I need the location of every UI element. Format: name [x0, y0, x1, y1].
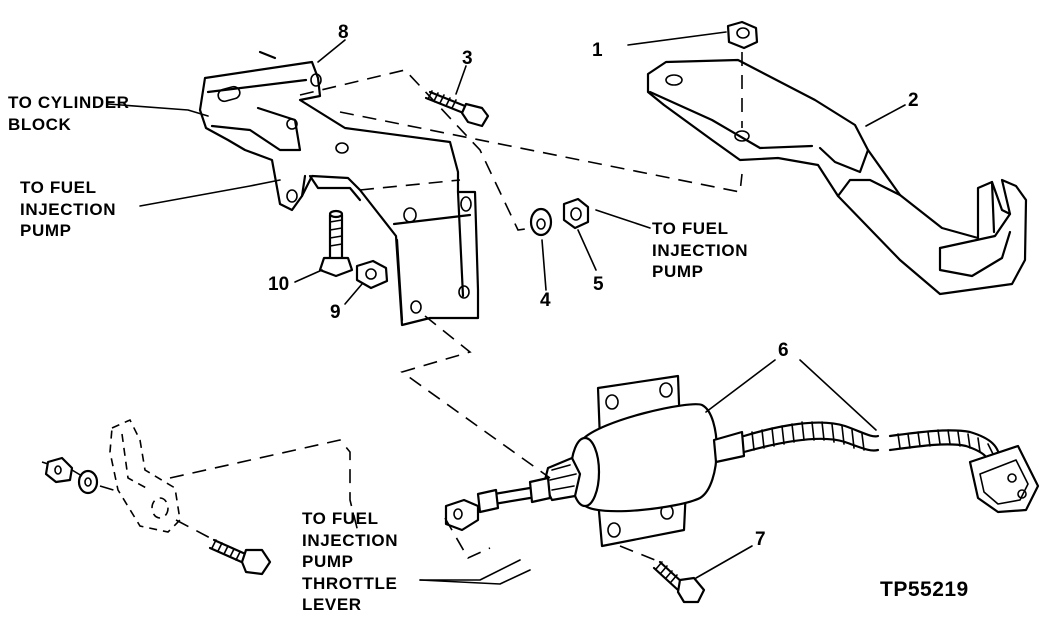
svg-text:THROTTLE: THROTTLE: [302, 574, 397, 593]
callout-9: 9: [330, 302, 341, 323]
svg-text:BLOCK: BLOCK: [8, 115, 72, 134]
callout-5: 5: [593, 274, 604, 295]
leader-lines: [107, 31, 906, 585]
washer-4: [529, 207, 553, 237]
svg-text:LEVER: LEVER: [302, 595, 362, 614]
callout-7: 7: [755, 529, 766, 550]
bolt-7: [652, 560, 706, 604]
svg-text:TO FUEL: TO FUEL: [302, 509, 379, 528]
svg-text:INJECTION: INJECTION: [20, 200, 116, 219]
callout-10: 10: [268, 274, 289, 295]
label-to-fuel-injection-pump-left: TO FUEL INJECTION PUMP: [20, 178, 116, 240]
bolt-10: [318, 209, 354, 278]
callout-numbers: 1 2 3 4 5 6 7 8 9 10: [268, 22, 919, 550]
svg-text:INJECTION: INJECTION: [302, 531, 398, 550]
figure-id: TP55219: [880, 578, 969, 601]
svg-text:PUMP: PUMP: [20, 221, 72, 240]
nut-1: [726, 20, 759, 50]
callout-4: 4: [540, 290, 551, 311]
svg-text:PUMP: PUMP: [652, 262, 704, 281]
assembly-lines: [41, 52, 743, 563]
bolt-3: [424, 90, 490, 128]
svg-text:INJECTION: INJECTION: [652, 241, 748, 260]
callout-6: 6: [778, 340, 789, 361]
callout-1: 1: [592, 40, 603, 61]
solenoid-6: [444, 374, 746, 548]
svg-text:TO FUEL: TO FUEL: [652, 219, 729, 238]
svg-text:TO CYLINDER: TO CYLINDER: [8, 93, 130, 112]
callout-2: 2: [908, 90, 919, 111]
nut-5: [562, 197, 590, 230]
bracket-2: [646, 58, 1028, 296]
label-to-cylinder-block: TO CYLINDER BLOCK: [8, 93, 130, 134]
nut-9: [355, 259, 389, 290]
svg-text:PUMP: PUMP: [302, 552, 354, 571]
svg-text:TO FUEL: TO FUEL: [20, 178, 97, 197]
callout-3: 3: [462, 48, 473, 69]
callout-8: 8: [338, 22, 349, 43]
bracket-8: [198, 50, 480, 327]
label-throttle-lever: TO FUEL INJECTION PUMP THROTTLE LEVER: [302, 509, 398, 614]
wiring-harness: [742, 421, 1040, 514]
label-to-fuel-injection-pump-right: TO FUEL INJECTION PUMP: [652, 219, 748, 281]
throttle-lever-phantom: [44, 418, 272, 576]
